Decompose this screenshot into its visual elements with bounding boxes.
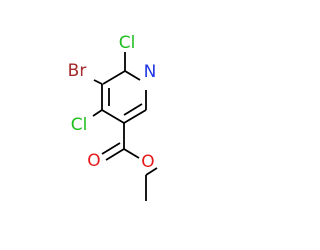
chlorine-label-left: Cl: [71, 115, 88, 135]
bond-carbonyl-double-b: [101, 142, 121, 155]
bond-carbonyl-double-a: [105, 148, 125, 161]
oxygen-label-ester: O: [141, 152, 154, 172]
bond-c2-c3: [102, 70, 126, 85]
bond-c5-c6-inner: [123, 103, 143, 116]
bond-carbonyl-ester-o: [123, 148, 140, 159]
bond-c4-cl: [92, 109, 103, 117]
bond-lines: [92, 52, 158, 201]
bond-c2-n1: [124, 70, 141, 81]
bond-c5-c6-outer: [123, 109, 147, 124]
chlorine-label-top: Cl: [119, 33, 136, 53]
bond-ester-o-ch2: [145, 167, 158, 176]
molecule-structure: Br Cl Cl N O O: [68, 33, 158, 201]
bond-c4-c5: [101, 109, 125, 124]
oxygen-label-carbonyl: O: [87, 151, 100, 171]
bond-c3-br: [93, 79, 103, 85]
nitrogen-label: N: [144, 62, 157, 82]
bromine-label: Br: [68, 61, 87, 81]
